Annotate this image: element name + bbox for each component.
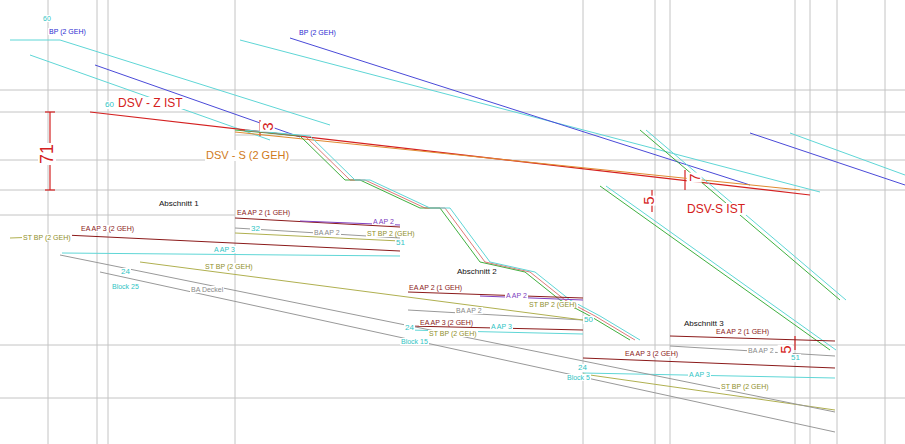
- section-title: Abschnitt 3: [683, 320, 725, 328]
- layer-label: EA AP 3 (2 GEH): [624, 350, 679, 357]
- layer-label: EA AP 3 (2 GEH): [419, 319, 474, 326]
- callout-number: 51: [395, 239, 406, 247]
- section-title: Abschnitt 2: [456, 268, 498, 276]
- layer-label: EA AP 2 (1 GEH): [236, 209, 291, 216]
- layer-label: ST BP (2 GEH): [22, 234, 72, 241]
- dimension-value: 5: [641, 195, 656, 205]
- layer-label: DSV-S IST: [686, 203, 746, 215]
- level-lines: [10, 218, 835, 432]
- layer-label: ST BP (2 GEH): [428, 330, 478, 337]
- boundary-lines: [10, 40, 905, 378]
- dsv-s-line: [235, 132, 800, 190]
- callout-number: 24: [404, 324, 415, 332]
- layer-label: EA AP 3 (2 GEH): [80, 225, 135, 232]
- layer-label: A AP 2: [372, 218, 395, 225]
- layer-label: ST BP (2 GEH): [720, 383, 770, 390]
- block-label: Block 25: [111, 283, 140, 290]
- dsv-lines: [45, 112, 810, 350]
- layer-label: BP (2 GEH): [48, 28, 87, 35]
- callout-number: 50: [583, 316, 594, 324]
- dimension-value: 71: [38, 143, 56, 165]
- dimension-value: 7: [687, 172, 702, 182]
- layer-label: ST BP 2 (GEH): [528, 301, 578, 308]
- dimension-value: 3: [260, 121, 275, 131]
- bp-lines: [95, 38, 905, 185]
- layer-label: EA AP 2 (1 GEH): [408, 284, 463, 291]
- callout-number: 51: [790, 354, 801, 362]
- layer-label: BA AP 2: [455, 307, 483, 314]
- layer-label: A AP 3: [490, 323, 513, 330]
- layer-label: A AP 3: [688, 371, 711, 378]
- callout-number: 60: [42, 15, 52, 22]
- block-label: Block 5: [566, 374, 591, 381]
- layer-label: BA Deckel: [190, 286, 224, 293]
- block-label: Block 15: [400, 338, 429, 345]
- callout-number: 24: [577, 364, 588, 372]
- layer-label: BA AP 2: [747, 347, 775, 354]
- layer-label: ST BP 2 (GEH): [366, 230, 416, 237]
- bench-slopes: [235, 130, 846, 350]
- layer-label: BA AP 2: [313, 229, 341, 236]
- layer-label: BP (2 GEH): [298, 29, 337, 36]
- callout-number: 32: [250, 225, 261, 233]
- callout-number: 24: [120, 268, 131, 276]
- layer-label: A AP 3: [213, 246, 236, 253]
- layer-label: DSV - Z IST: [117, 97, 184, 109]
- layer-label: ST BP (2 GEH): [204, 263, 254, 270]
- layer-label: DSV - S (2 GEH): [205, 150, 290, 161]
- layer-label: EA AP 2 (1 GEH): [715, 328, 770, 335]
- section-title: Abschnitt 1: [158, 200, 200, 208]
- layer-label: A AP 2: [505, 292, 528, 299]
- callout-number: 60: [104, 101, 115, 109]
